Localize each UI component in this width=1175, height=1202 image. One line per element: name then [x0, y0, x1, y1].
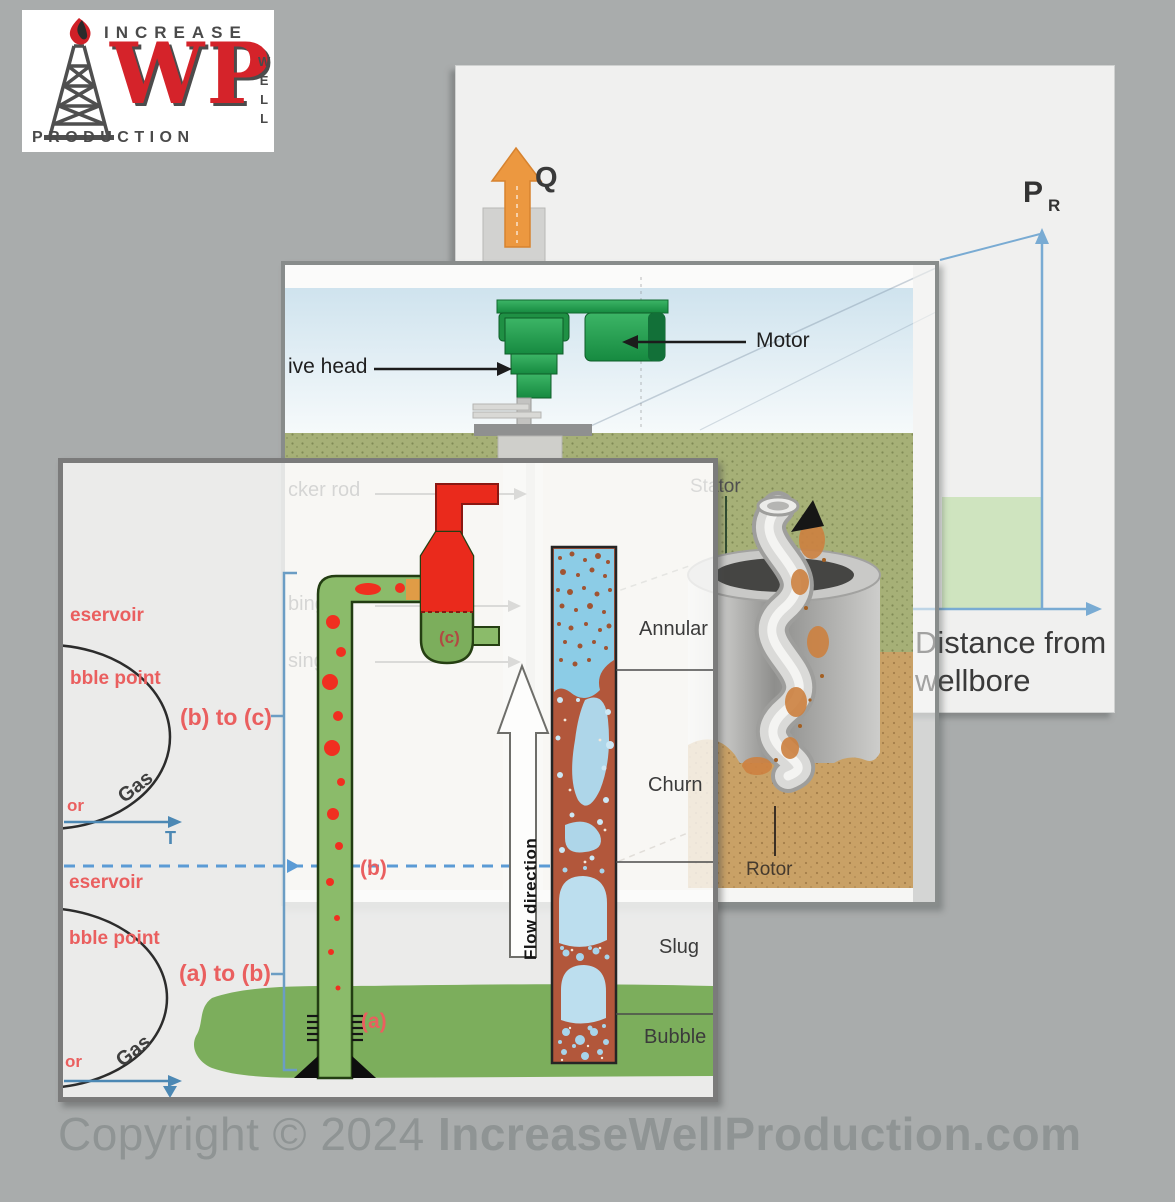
t-axis-label-top: T — [165, 828, 176, 848]
regime-slug-label: Slug — [659, 936, 700, 958]
rotation-arrowhead-icon — [791, 500, 824, 532]
distance-axis-arrowhead-icon — [1086, 602, 1102, 616]
slug-bubble — [559, 876, 607, 947]
reservoir-label-bottom: eservoir — [69, 872, 143, 893]
pressure-curve-segment — [939, 233, 1041, 261]
regime-bubble-label: Bubble — [644, 1026, 707, 1048]
packer-right — [352, 1056, 376, 1078]
motor-arrowhead-icon — [622, 335, 638, 349]
x-axis-label-line1: Distance from — [915, 625, 1107, 660]
phase-envelope-bottom — [63, 908, 169, 1088]
brand-logo: INCREASE WP W E L L PRODUCTION — [22, 10, 274, 152]
perforations — [307, 1014, 363, 1042]
logo-big-letters: WP — [110, 24, 272, 123]
churn-blob — [572, 697, 609, 806]
path-label-a-to-b: (a) to (b) — [179, 960, 271, 986]
bubble-point-label-bottom: bble point — [69, 928, 160, 949]
right-margin-strip — [913, 265, 935, 902]
point-label-b: (b) — [360, 857, 387, 880]
regime-churn-label: Churn — [648, 774, 703, 796]
edge-fragment-bottom: or — [65, 1052, 82, 1071]
motor-label: Motor — [756, 329, 810, 352]
pressure-axis-arrowhead-icon — [1035, 228, 1049, 244]
flow-direction-label: Flow direction — [521, 837, 540, 960]
point-label-a: (a) — [361, 1010, 387, 1033]
oil-derrick-icon — [44, 18, 114, 140]
packer-left — [294, 1056, 318, 1078]
bubble-point-label-top: bble point — [70, 668, 161, 689]
pressure-area-fill — [942, 497, 1042, 609]
reservoir-band — [194, 984, 713, 1078]
wellbore-pipe — [316, 574, 426, 1080]
reservoir-label-top: eservoir — [70, 605, 144, 626]
depth-bracket — [282, 571, 297, 1072]
oil-blobs — [322, 583, 405, 991]
path-label-b-to-c: (b) to (c) — [180, 704, 272, 730]
logo-vertical-word: W E L L — [258, 54, 271, 126]
pressure-sub-label: R — [1048, 196, 1061, 215]
edge-fragment-top: or — [67, 796, 84, 815]
separator-liquid-outlet — [472, 626, 500, 646]
belt-bar — [496, 299, 669, 314]
drive-head-body — [504, 317, 564, 355]
pressure-label: P — [1023, 176, 1044, 209]
phase-flow-art — [63, 483, 713, 1097]
copyright-prefix: Copyright © 2024 — [58, 1108, 438, 1160]
separator-c-label: (c) — [439, 628, 460, 647]
phase-envelope-top — [63, 644, 172, 830]
rotor-label: Rotor — [746, 859, 793, 880]
regime-annular-label: Annular — [639, 618, 708, 640]
logo-bottom-word: PRODUCTION — [32, 129, 195, 146]
wellhead-flange — [474, 424, 592, 436]
copyright-site: IncreaseWellProduction.com — [437, 1108, 1082, 1160]
drive-head-label: ive head — [288, 355, 368, 378]
cuttings — [742, 521, 829, 775]
pressure-curve-showthrough — [581, 267, 935, 431]
drive-head-arrowhead-icon — [497, 362, 512, 376]
q-label: Q — [535, 162, 558, 194]
copyright-text: Copyright © 2024 IncreaseWellProduction.… — [58, 1110, 1081, 1158]
annular-gas-core — [554, 549, 614, 699]
flow-direction-arrow-icon — [496, 663, 550, 958]
logo-top-word: INCREASE — [104, 23, 248, 42]
regime-divider-lines — [616, 669, 713, 1015]
front-panel-phase-flow-diagram: eservoir bble point Gas or T (b) to (c) … — [58, 458, 718, 1102]
pressure-chart-art — [482, 146, 1102, 616]
